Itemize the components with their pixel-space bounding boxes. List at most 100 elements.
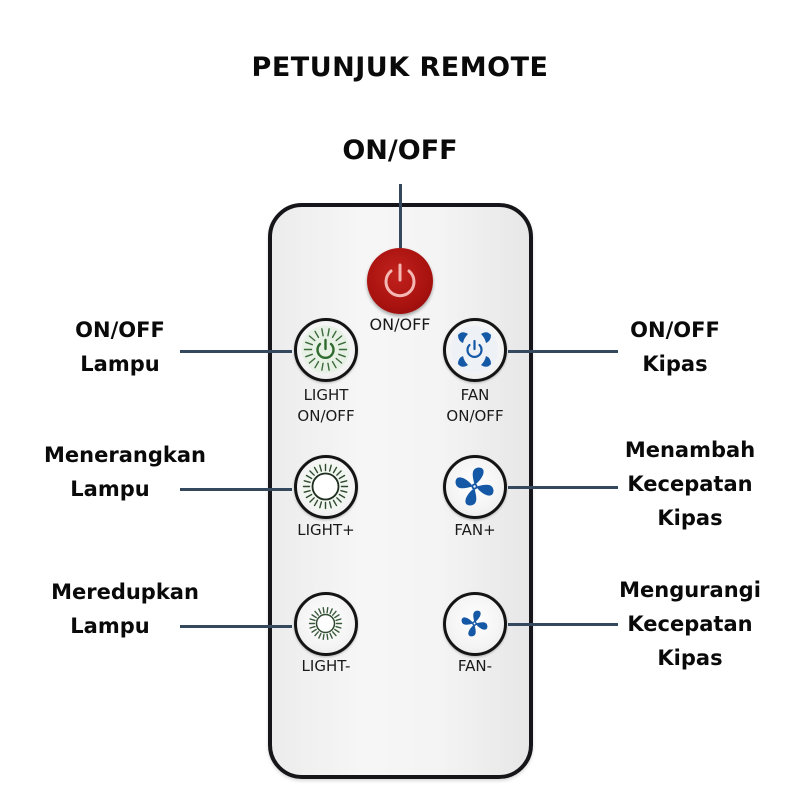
callout-fan-onoff-line1: ON/OFF [630,318,720,342]
light-minus-connector-line [180,625,292,628]
light-minus-button[interactable] [294,592,358,656]
ray-tick [303,489,311,493]
callout-fan-onoff: ON/OFF Kipas [595,313,755,381]
callout-light-plus-line1: Menerangkan [44,443,206,467]
fan-small-icon [461,610,488,637]
ray-tick [340,480,348,484]
fan-minus-button[interactable] [443,592,507,656]
ray-tick [331,360,337,369]
ray-tick [335,618,342,622]
ray-ticks [308,606,343,641]
fan-minus-label: FAN- [457,657,493,675]
ray-tick [332,631,337,637]
power-button[interactable] [367,248,433,314]
brightness-down-icon [308,606,343,641]
ray-tick [305,353,314,358]
callout-fan-minus-line2: Kecepatan [627,612,753,636]
light-plus-button[interactable] [294,455,358,519]
ray-tick [319,501,323,509]
ray-tick [309,497,315,503]
ray-tick [335,357,343,364]
ray-tick [326,606,329,614]
ray-tick [338,493,346,499]
ray-tick [334,628,340,633]
fan-onoff-connector-line [508,350,618,353]
callout-light-minus: Meredupkan Lampu [30,575,220,643]
ray-tick [329,632,333,639]
fan-onoff-button[interactable] [443,318,507,382]
ray-tick [308,335,316,342]
ray-tick [327,328,330,337]
power-icon [384,263,416,298]
callout-fan-plus-line1: Menambah [624,438,756,462]
ray-ticks [303,328,348,371]
light-plus-connector-line [180,488,292,491]
ray-tick [305,474,313,480]
ray-tick [328,464,332,472]
ray-tick [314,610,319,616]
ray-tick [337,341,346,346]
callout-fan-plus-line2: Kecepatan [627,472,753,496]
ray-tick [336,470,342,476]
fan-plus-label: FAN+ [454,521,496,539]
light-onoff-button[interactable] [294,318,358,382]
callout-fan-plus: Menambah Kecepatan Kipas [605,433,775,535]
ray-tick [340,489,348,493]
ray-tick [314,330,320,339]
light-onoff-label-line1: LIGHT [303,386,349,404]
fan-plus-button[interactable] [443,455,507,519]
ray-tick [319,464,323,472]
callout-fan-minus: Mengurangi Kecepatan Kipas [605,573,775,675]
page-title: PETUNJUK REMOTE [251,52,549,83]
ray-tick [308,357,316,364]
fan-icon [455,467,494,506]
ray-tick [318,632,322,639]
fan-onoff-label-line1: FAN [460,386,490,404]
ray-tick [309,618,316,622]
ray-tick [322,633,325,641]
ray-tick [332,499,338,507]
ray-tick [318,608,322,615]
ray-tick [322,606,325,614]
ray-tick [305,341,314,346]
fan-plus-connector-line [508,486,618,489]
fan-power-icon [450,325,499,374]
ray-tick [314,631,319,637]
brightness-up-icon [301,462,350,511]
power-button-label: ON/OFF [369,315,431,334]
ray-tick [309,470,315,476]
callout-fan-minus-line3: Kipas [657,646,723,670]
callout-light-onoff: ON/OFF Lampu [40,313,200,381]
fan-onoff-label-line2: ON/OFF [446,407,504,425]
ray-tick [335,335,343,342]
fan-minus-connector-line [508,623,618,626]
power-callout-label: ON/OFF [342,135,458,166]
ray-tick [311,628,317,633]
ray-tick [332,466,338,474]
light-onoff-connector-line [180,350,292,353]
callout-fan-onoff-line2: Kipas [642,352,708,376]
ray-tick [335,625,342,629]
callout-light-plus: Menerangkan Lampu [20,438,230,506]
ray-tick [313,499,319,507]
callout-light-onoff-line1: ON/OFF [75,318,165,342]
ray-tick [314,360,320,369]
callout-light-minus-line1: Meredupkan [51,580,199,604]
light-minus-label: LIGHT- [301,657,351,675]
light-onoff-label-line2: ON/OFF [297,407,355,425]
ray-tick [337,353,346,358]
callout-fan-minus-line1: Mengurangi [619,578,761,602]
callout-fan-plus-line3: Kipas [657,506,723,530]
ray-tick [309,625,316,629]
light-plus-label: LIGHT+ [297,521,355,539]
ray-tick [336,497,342,503]
ray-tick [334,614,340,619]
ray-tick [303,480,311,484]
ray-tick [305,493,313,499]
ray-tick [338,474,346,480]
ray-tick [311,614,317,619]
ray-tick [321,328,324,337]
power-connector-line [399,184,402,248]
callout-light-plus-line2: Lampu [70,477,150,501]
ray-tick [331,330,337,339]
